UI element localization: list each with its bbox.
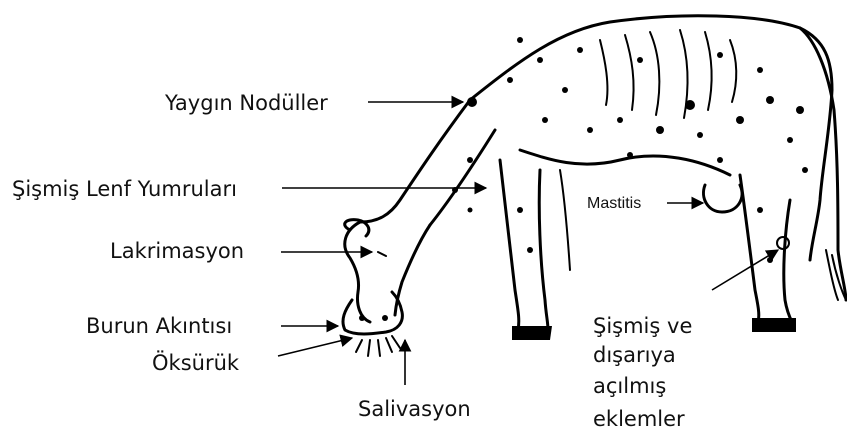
cow-illustration — [343, 16, 846, 356]
label-nasal: Burun Akıntısı — [86, 314, 232, 338]
arrow-cough — [278, 338, 352, 356]
label-joints-line2: dışarıya — [593, 343, 676, 367]
label-nodules: Yaygın Nodüller — [164, 91, 328, 115]
arrow-joints — [712, 250, 778, 290]
label-mastitis: Mastitis — [587, 195, 641, 212]
label-joints-line1: Şişmiş ve — [593, 314, 692, 338]
label-lymph: Şişmiş Lenf Yumruları — [12, 177, 237, 201]
label-joints: Şişmiş ve dışarıya açılmış eklemler — [593, 314, 692, 431]
label-saliva: Salivasyon — [358, 397, 471, 421]
label-lacrimation: Lakrimasyon — [110, 239, 244, 263]
label-cough: Öksürük — [152, 350, 240, 375]
spray-lines — [356, 336, 400, 356]
label-joints-line3: açılmış — [593, 374, 666, 398]
label-joints-line4: eklemler — [593, 407, 685, 431]
